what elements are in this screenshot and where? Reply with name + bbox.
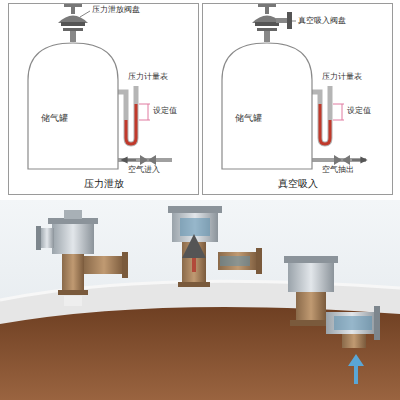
mode-panel: 真空吸入 储气罐 xyxy=(202,3,393,195)
part-label: 设定值 xyxy=(347,107,371,116)
mode-panel: 压力泄放 储气罐 xyxy=(8,3,199,195)
part-label: 压力泄放阀盘 xyxy=(92,6,140,15)
storage-tank: 储气罐 xyxy=(27,42,119,170)
part-label: 真空吸入阀盘 xyxy=(298,17,346,26)
tank-outline xyxy=(221,42,313,170)
part-label: 压力计量表 xyxy=(322,73,362,82)
part-label: 空气进入 xyxy=(128,166,160,175)
tank-outline xyxy=(27,42,119,170)
part-label: 压力计量表 xyxy=(128,73,168,82)
panel-caption: 压力泄放 xyxy=(9,178,198,189)
storage-tank: 储气罐 xyxy=(221,42,313,170)
tank-label: 储气罐 xyxy=(235,114,262,124)
part-label: 设定值 xyxy=(153,107,177,116)
panel-caption: 真空吸入 xyxy=(203,178,392,189)
tank-label: 储气罐 xyxy=(41,114,68,124)
tank-shape xyxy=(28,43,118,169)
part-label: 空气抽出 xyxy=(322,166,354,175)
tank-shape xyxy=(222,43,312,169)
